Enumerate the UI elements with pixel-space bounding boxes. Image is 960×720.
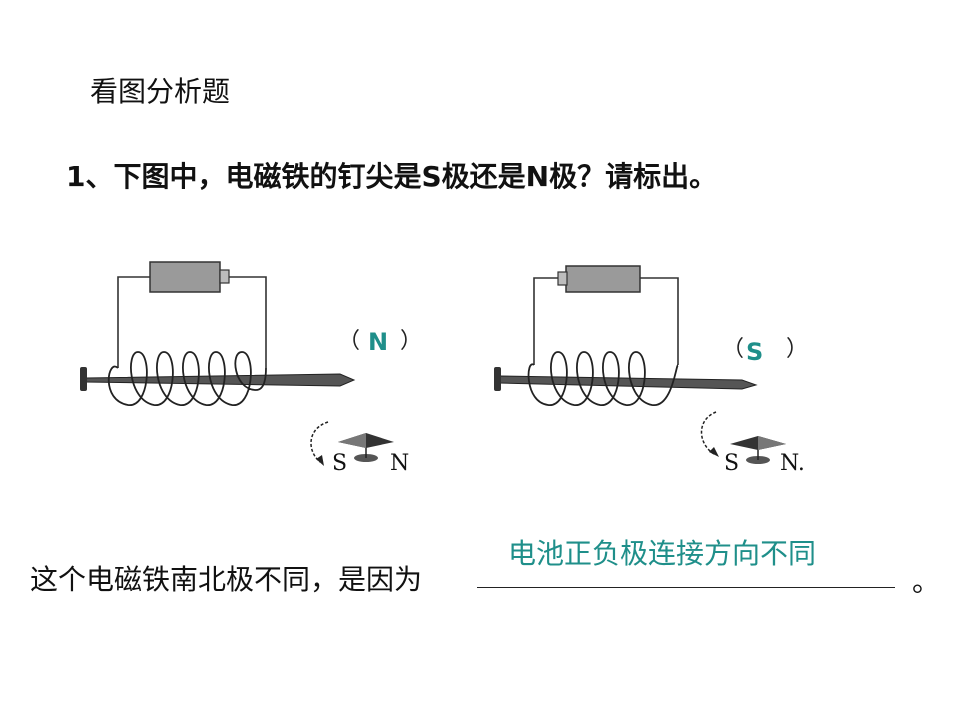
compass-needle: [338, 433, 394, 462]
compass-needle: [730, 436, 786, 464]
compass-south-label: S: [724, 451, 739, 476]
answer-blank-line: [477, 587, 895, 588]
wire-right: [640, 277, 679, 365]
wire-right: [229, 276, 267, 368]
answer-prompt: 这个电磁铁南北极不同，是因为: [30, 563, 423, 596]
coil: [107, 351, 267, 406]
answer-period: 。: [912, 565, 941, 598]
wire-left: [533, 277, 558, 365]
battery-terminal: [557, 271, 568, 286]
bracket-open: （: [722, 337, 744, 362]
rotation-arrow: [700, 411, 717, 455]
battery-terminal: [219, 269, 230, 284]
nail: [85, 373, 356, 387]
rotation-arrow-head: [709, 447, 719, 457]
compass-south-label: S: [332, 451, 347, 476]
bracket-close: ）: [400, 329, 422, 354]
pole-answer: S: [746, 338, 763, 366]
rotation-arrow: [310, 421, 329, 463]
bracket-open: （: [338, 329, 360, 354]
electromagnet-diagram-right: （ S ） S N.: [494, 265, 808, 476]
wire-left: [117, 276, 150, 368]
answer-fill-text: 电池正负极连接方向不同: [508, 537, 817, 570]
electromagnet-diagram-left: （ N ） S N: [80, 261, 422, 476]
compass-north-label: N.: [780, 451, 805, 476]
battery: [565, 265, 641, 293]
nail-head: [80, 367, 87, 391]
question-text: 1、下图中，电磁铁的钉尖是S极还是N极？请标出。: [66, 160, 718, 193]
rotation-arrow-head: [316, 455, 324, 466]
nail-head: [494, 367, 501, 391]
battery: [149, 261, 221, 293]
nail: [499, 375, 758, 390]
heading: 看图分析题: [90, 75, 231, 108]
pole-answer: N: [368, 328, 388, 356]
bracket-close: ）: [786, 337, 808, 362]
compass-north-label: N: [390, 451, 409, 476]
coil: [527, 351, 679, 406]
